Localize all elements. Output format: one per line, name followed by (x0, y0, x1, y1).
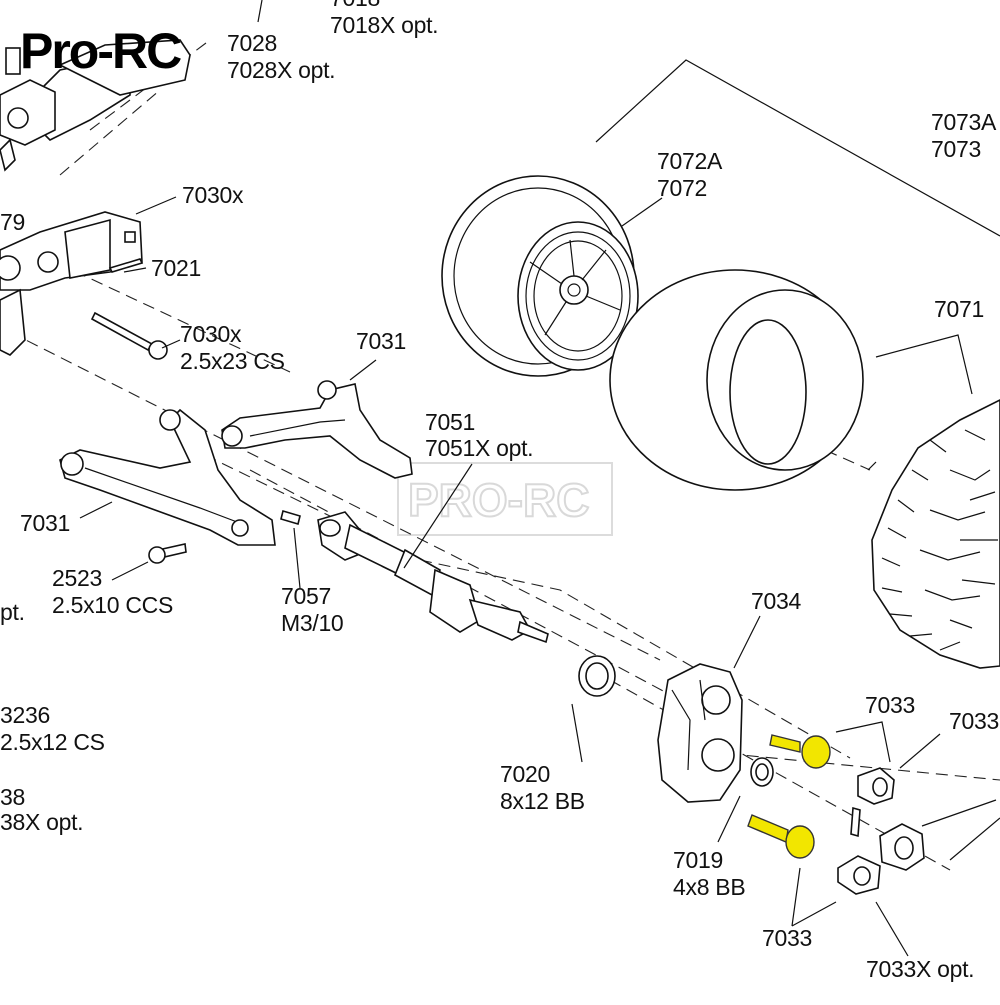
half-shaft (317, 511, 549, 644)
hex-hub (879, 823, 925, 871)
bearing-8x12 (578, 655, 616, 697)
tire (871, 399, 1000, 669)
arm-mount-block (0, 211, 143, 356)
label-7071: 7071 (934, 296, 984, 322)
upper-control-arm (221, 380, 413, 479)
label-7033x: 7033X opt. (866, 956, 974, 982)
highlighted-screw-lower (747, 814, 815, 859)
lower-control-arm (59, 408, 276, 546)
wheel (441, 175, 639, 377)
label-7033-lower: 7033 (762, 925, 812, 951)
label-7033-right: 7033 (949, 708, 999, 734)
label-7072: 7072 (657, 175, 707, 201)
label-7073a: 7073A (931, 109, 997, 135)
label-7031-top: 7031 (356, 328, 406, 354)
label-7051: 7051 (425, 409, 475, 435)
label-3236-size: 2.5x12 CS (0, 729, 105, 755)
label-7020: 7020 (500, 761, 550, 787)
label-7018x: 7018X opt. (330, 12, 438, 38)
label-7057: 7057 (281, 583, 331, 609)
label-7028x: 7028X opt. (227, 57, 335, 83)
brand-logo: Pro-RC (20, 23, 181, 79)
watermark-text: PRO-RC (408, 474, 589, 526)
label-opt-left: pt. (0, 599, 25, 625)
long-screw (90, 311, 168, 360)
label-7030x-mid: 7030x (180, 321, 242, 347)
label-7019: 7019 (673, 847, 723, 873)
label-38x: 38X opt. (0, 809, 83, 835)
short-screw (148, 543, 187, 564)
label-2523-size: 2.5x10 CCS (52, 592, 173, 618)
foam-insert (609, 269, 864, 491)
highlighted-screw-upper (769, 734, 831, 769)
label-7073: 7073 (931, 136, 981, 162)
label-7018: 7018 (330, 0, 380, 11)
drive-shaft-assembly-upper (0, 39, 191, 172)
wheel-assembly-bracket (595, 59, 1000, 237)
label-7051x: 7051X opt. (425, 435, 533, 461)
label-2523: 2523 (52, 565, 102, 591)
bushings (837, 767, 895, 895)
label-7057-size: M3/10 (281, 610, 343, 636)
label-7030x-size: 2.5x23 CS (180, 348, 285, 374)
label-38: 38 (0, 784, 25, 810)
label-7031-left: 7031 (20, 510, 70, 536)
label-7020-size: 8x12 BB (500, 788, 585, 814)
part-labels: 7018 7018X opt. 7028 7028X opt. 7073A 70… (0, 0, 999, 982)
watermark: PRO-RC (397, 462, 613, 536)
label-7028: 7028 (227, 30, 277, 56)
set-screw (280, 509, 301, 526)
label-7033-upper: 7033 (865, 692, 915, 718)
callout-leaders (79, 0, 1000, 957)
label-7021: 7021 (151, 255, 201, 281)
label-79: 79 (0, 209, 25, 235)
label-7072a: 7072A (657, 148, 723, 174)
hinge-pin (108, 258, 144, 273)
label-7030x-top: 7030x (182, 182, 244, 208)
bearing-4x8 (750, 757, 774, 787)
axle-carrier (657, 663, 743, 803)
label-7034: 7034 (751, 588, 801, 614)
label-7019-size: 4x8 BB (673, 874, 745, 900)
label-3236: 3236 (0, 702, 50, 728)
